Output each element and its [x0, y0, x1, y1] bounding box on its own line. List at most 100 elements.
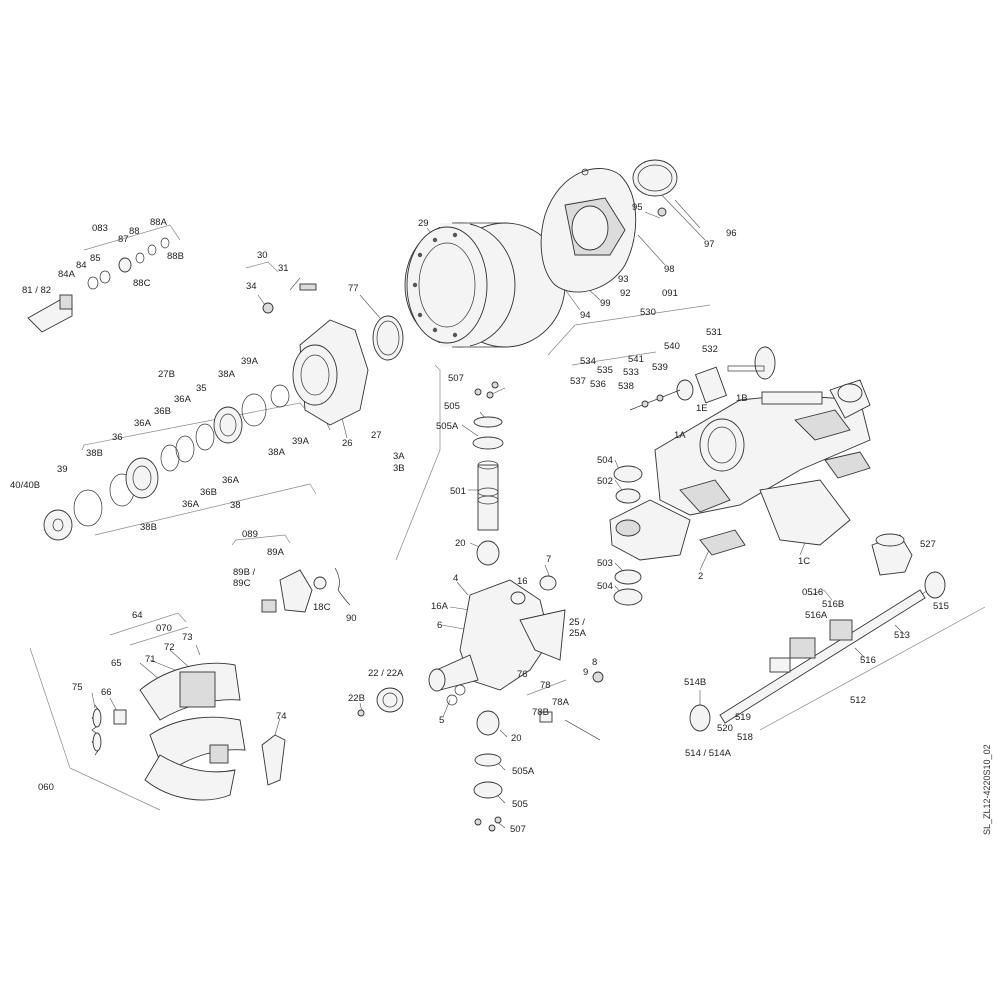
callout-533: 533	[623, 367, 639, 378]
callout-20-a: 20	[455, 538, 466, 549]
callout-78B: 78B	[532, 707, 549, 718]
callout-1B: 1B	[736, 393, 748, 404]
callout-091: 091	[662, 288, 678, 299]
callout-18C: 18C	[313, 602, 331, 613]
callout-90: 90	[346, 613, 357, 624]
callout-39A-b: 39A	[292, 436, 310, 447]
callout-1C: 1C	[798, 556, 810, 567]
wheel-hub	[262, 283, 369, 426]
callout-538: 538	[618, 381, 634, 392]
drawing-reference: SL_ZL12-4220S10_02	[982, 744, 992, 835]
assembly-brackets	[29, 224, 986, 811]
callout-9: 9	[583, 667, 588, 678]
kingpin-set	[472, 381, 643, 606]
callout-515: 515	[933, 601, 949, 612]
callout-64: 64	[132, 610, 143, 621]
callout-539: 539	[652, 362, 668, 373]
callout-505A-top: 505A	[436, 421, 459, 432]
callout-502: 502	[597, 476, 613, 487]
callout-518: 518	[737, 732, 753, 743]
callout-72: 72	[164, 642, 175, 653]
callout-75: 75	[72, 682, 83, 693]
callout-512: 512	[850, 695, 866, 706]
callout-541: 541	[628, 354, 644, 365]
callout-505A-bottom: 505A	[512, 766, 535, 777]
callout-34: 34	[246, 281, 257, 292]
callout-501: 501	[450, 486, 466, 497]
callout-504-b: 504	[597, 581, 613, 592]
callout-96: 96	[726, 228, 737, 239]
callout-36A-d: 36A	[182, 499, 200, 510]
callout-27B: 27B	[158, 369, 175, 380]
knuckle-bearing	[357, 671, 604, 832]
callout-88B: 88B	[167, 251, 184, 262]
callout-29: 29	[418, 218, 429, 229]
callout-26: 26	[342, 438, 353, 449]
callout-22B: 22B	[348, 693, 365, 704]
callout-labels: 29 96 97 95 93 98 091 92 99 94 083 88A 8…	[10, 202, 949, 835]
callout-503: 503	[597, 558, 613, 569]
callout-536: 536	[590, 379, 606, 390]
callout-516: 516	[860, 655, 876, 666]
brake-drum	[404, 222, 566, 348]
callout-7: 7	[546, 554, 551, 565]
callout-85: 85	[90, 253, 101, 264]
callout-89B: 89B /	[233, 567, 256, 578]
bearing-set	[43, 384, 290, 541]
callout-060: 060	[38, 782, 54, 793]
callout-78: 78	[540, 680, 551, 691]
callout-92: 92	[620, 288, 631, 299]
callout-88: 88	[129, 226, 140, 237]
seal-ring	[372, 315, 404, 361]
callout-30: 30	[257, 250, 268, 261]
callout-71: 71	[145, 654, 156, 665]
callout-98: 98	[664, 264, 675, 275]
callout-4: 4	[453, 573, 458, 584]
callout-1E: 1E	[696, 403, 708, 414]
callout-77: 77	[348, 283, 359, 294]
callout-0516: 0516	[802, 587, 823, 598]
dust-shield	[540, 168, 637, 293]
abs-clamp	[632, 159, 678, 217]
callout-36: 36	[112, 432, 123, 443]
callout-540: 540	[664, 341, 680, 352]
callout-25-25A-a: 25 /	[569, 617, 585, 628]
callout-99: 99	[600, 298, 611, 309]
callout-6: 6	[437, 620, 442, 631]
callout-16: 16	[517, 576, 528, 587]
callout-532: 532	[702, 344, 718, 355]
callout-39A: 39A	[241, 356, 259, 367]
callout-94: 94	[580, 310, 591, 321]
callout-516A: 516A	[805, 610, 828, 621]
callout-3A: 3A	[393, 451, 405, 462]
callout-083: 083	[92, 223, 108, 234]
callout-22-22A: 22 / 22A	[368, 668, 404, 679]
abs-sensor-group	[27, 237, 170, 333]
tie-rod	[689, 571, 946, 732]
callout-36B-b: 36B	[200, 487, 217, 498]
callout-36A-a: 36A	[174, 394, 192, 405]
callout-93: 93	[618, 274, 629, 285]
callout-35: 35	[196, 383, 207, 394]
callout-527: 527	[920, 539, 936, 550]
callout-519: 519	[735, 712, 751, 723]
callout-31: 31	[278, 263, 289, 274]
callout-20-b: 20	[511, 733, 522, 744]
callout-514-514A: 514 / 514A	[685, 748, 732, 759]
callout-25-25A-b: 25A	[569, 628, 587, 639]
callout-070: 070	[156, 623, 172, 634]
callout-5: 5	[439, 715, 444, 726]
axle-beam	[609, 379, 871, 561]
callout-76: 76	[517, 669, 528, 680]
callout-514B: 514B	[684, 677, 706, 688]
callout-84: 84	[76, 260, 87, 271]
callout-530: 530	[640, 307, 656, 318]
callout-78A: 78A	[552, 697, 570, 708]
brake-shoes	[139, 662, 246, 801]
callout-534: 534	[580, 356, 596, 367]
callout-88C: 88C	[133, 278, 151, 289]
callout-535: 535	[597, 365, 613, 376]
callout-74: 74	[276, 711, 287, 722]
callout-84A: 84A	[58, 269, 76, 280]
